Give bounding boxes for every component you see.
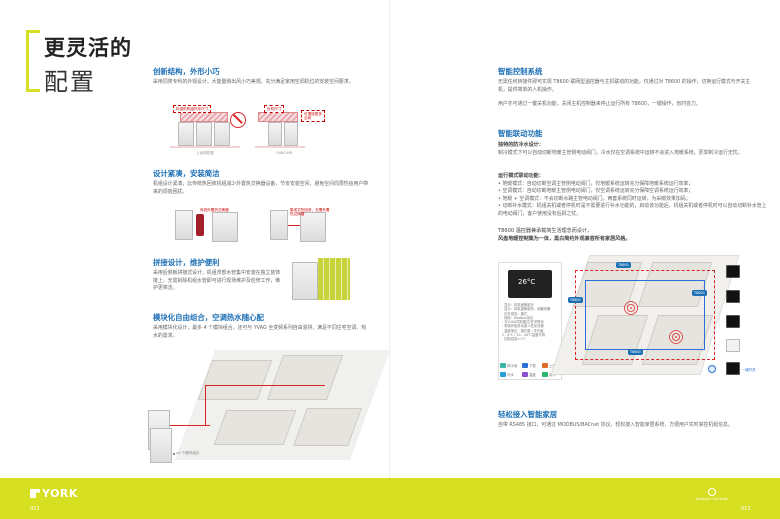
one-key-label: 一键开关 <box>742 368 756 372</box>
section-body-smart-home: 自带 RS485 接口，可通过 MODBUS/BACnet 协议，轻松接入智能家… <box>498 422 733 428</box>
thermostat-icon <box>726 290 740 303</box>
chip-swatch <box>542 363 548 368</box>
feature-note: - 与YVAG同机模式/开关联动 <box>502 320 544 325</box>
section-heading-linkage: 智能联动功能 <box>498 129 543 138</box>
feature-note: · 温度单位：摄氏度 / 华氏度 <box>502 328 544 333</box>
section-body-compact-design: 采用同类专利的外观设计，大能量侧出风小巧美观，充分满足家用空调机位的安装空间要求… <box>153 79 354 85</box>
thermostat-feature-list: · 显示：风机盘管制冷 · 显示：风机盘管制热、地暖采暖 · 红外感应：模式 ·… <box>502 303 562 342</box>
thermostat-screen: 26°C <box>508 270 552 298</box>
section-heading-modular: 模块化自由组合，空调热水随心配 <box>153 313 264 322</box>
section-body-smart-control-1: 无需任何转接件即可实现 T8600 联网型温控器与主机联动的功能，仅通过对 T8… <box>498 79 751 93</box>
crossed-out-icon <box>230 112 246 128</box>
section-body-maintenance: 采用后侧板拼接式设计，机组背部水管集中安装在独立装饰接上，无需拆除机组水管即可进… <box>153 270 281 292</box>
mode-linkage-list: • 地暖模式：自动切断空调主管侧电动阀门，仅地暖系统运转充分保障地暖系统运行效率… <box>498 181 768 218</box>
mode-bullet: • 空调模式：自动切断地暖主管侧电动阀门，仅空调系统运转充分保障空调系统运行效率… <box>498 188 694 195</box>
mode-bullet: • 地暖 + 空调模式：不会切断水路主管电动阀门，两套系统同时运转，为采暖效果加… <box>498 195 691 202</box>
feature-note: · 红外感应：模式 <box>502 311 528 316</box>
power-button-icon <box>708 365 716 373</box>
chip-label: 温度 <box>529 373 536 377</box>
page-subtitle: 配置 <box>44 68 96 96</box>
page-number-right: 013 <box>741 506 751 512</box>
caption-top-discharge: 上出风机型 <box>196 151 214 155</box>
controller-icon <box>726 339 740 352</box>
t8600-bubble: T8600 <box>692 290 707 296</box>
chip-label: 调节 <box>549 373 556 377</box>
right-page: 智能控制系统 无需任何转接件即可实现 T8600 联网型温控器与主机联动的功能，… <box>390 0 780 519</box>
t8600-bubble: T8600 <box>568 297 583 303</box>
tag-integrated: 集成式热回收，无需外置热交换器 <box>290 208 330 216</box>
thermostat-icon <box>726 265 740 278</box>
thermostat-spec-panel: 26°C · 显示：风机盘管制冷 · 显示：风机盘管制热、地暖采暖 · 红外感应… <box>498 262 562 380</box>
jci-mark-icon <box>708 488 716 496</box>
section-heading-maintenance: 拼接设计，维护便利 <box>153 258 220 267</box>
left-page: 更灵活的 配置 创新结构，外形小巧 采用同类专利的外观设计，大能量侧出风小巧美观… <box>26 30 391 463</box>
york-logo-mark <box>30 489 40 498</box>
sub-heading-anti-cold-water: 独特的防冷水设计： <box>498 142 544 148</box>
feature-note: · 控制容量±1℃ <box>502 337 526 342</box>
chip-swatch <box>522 372 528 377</box>
badge-more-space: 可摆放更多空间 <box>301 110 325 123</box>
feature-note: · 显示：风机盘管制热、地暖采暖 <box>502 307 551 312</box>
t8600-bubble: T8600 <box>616 262 631 268</box>
t8600-bubble: T8600 <box>628 349 643 355</box>
chip-swatch <box>500 363 506 368</box>
footer-strip <box>0 478 780 519</box>
chip-swatch <box>500 372 506 377</box>
york-logo: YORK <box>30 487 78 500</box>
section-body-installation: 机组设计紧凑，比传统热回收机组减少外置热交换器设备，节省安装空间，避免空间局限性… <box>153 181 369 195</box>
thermostat-icon <box>726 315 740 328</box>
chip-label: 冷水 <box>507 373 514 377</box>
johnson-controls-logo: Johnson Controls <box>692 488 732 506</box>
page-fold <box>389 0 390 478</box>
page-title: 更灵活的 <box>44 36 132 60</box>
thermostat-icon <box>726 362 740 375</box>
feature-note: · 网络：Modbus协议 <box>502 315 534 320</box>
chip-swatch <box>542 372 548 377</box>
body-anti-cold-water: 制冷模式下可以自动切断地暖主管侧电动阀门，冷水仅在空调系统中运转不会进入地暖系统… <box>498 150 743 156</box>
section-body-smart-control-2: 用户亦可通过一键关机功能，关闭主机控制器来停止运行所有 T8600，一键操作，省… <box>498 101 701 107</box>
feature-note: - 带操作键多功能人性化设置 <box>502 324 544 329</box>
title-bracket <box>26 30 40 92</box>
mode-bullet: • 地暖模式：自动切断空调主管侧电动阀门，仅地暖系统运转充分保障地暖系统运行效率… <box>498 181 694 187</box>
section-body-modular: 采用模块化设计，最多 4 个模块组合，还可与 YVAG 全变频系列自由混拼，满足… <box>153 325 367 339</box>
screen-temperature: 26°C <box>518 278 536 286</box>
section-heading-smart-home: 轻松接入智能家居 <box>498 410 558 419</box>
section-heading-installation: 设计紧凑，安装简洁 <box>153 169 220 178</box>
chip-swatch <box>522 363 528 368</box>
t8600-intro-line2: 风盘地暖控制集为一体，黑白简约外观兼容所有家居风格。 <box>498 236 631 242</box>
feature-note: · 显示：风机盘管制冷 <box>502 303 534 307</box>
t8600-intro-line1: T8600 温控器兼承载简生活理念而设计， <box>498 228 593 234</box>
caption-yvag-hr: YVAG-HR <box>276 151 293 155</box>
sub-heading-mode-linkage: 运行模式联动功能： <box>498 173 544 179</box>
section-heading-compact-design: 创新结构，外形小巧 <box>153 67 220 76</box>
dimension-tag-2: 外机尺寸 <box>264 105 285 114</box>
page-number-left: 012 <box>30 506 40 512</box>
feature-note: 2 - 8℃ / 10 - 40℃温度可调 <box>502 333 545 338</box>
mode-bullet: • 切断补水模式：机组关机或者停机时是不需要进行补水功能的，启动该功能后，机组关… <box>498 203 767 217</box>
section-heading-smart-control: 智能控制系统 <box>498 67 543 76</box>
dimension-tag: 标准的机组外形尺寸 <box>173 105 212 114</box>
module-count-label: x4 个模块组合 <box>176 451 200 455</box>
chip-label: 风冷地 <box>507 364 518 368</box>
tag-external-exchanger: 传统外置热交换器 <box>200 208 229 212</box>
chip-label: 下载 <box>529 364 536 368</box>
